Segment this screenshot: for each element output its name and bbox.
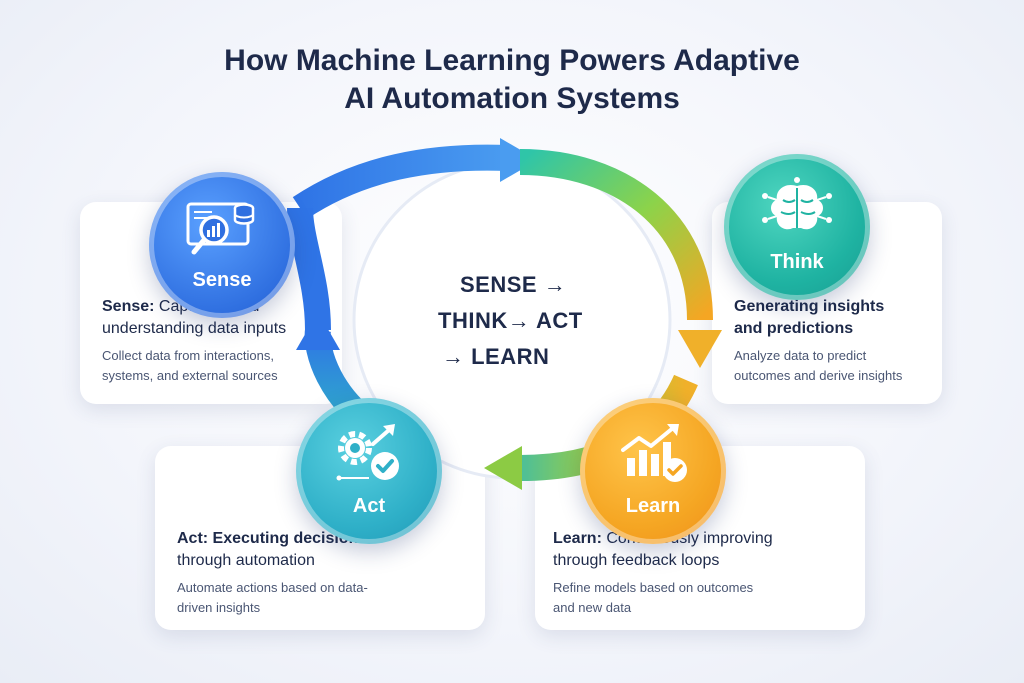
learn-badge: Learn (580, 398, 726, 544)
sense-body-line2: systems, and external sources (102, 368, 278, 383)
learn-heading-line2: through feedback loops (553, 552, 720, 569)
arrow-head-sense-to-think (500, 138, 538, 182)
act-body-line1: Automate actions based on data- (177, 580, 368, 595)
title-line-2: AI Automation Systems (344, 82, 680, 115)
gear-check-icon (336, 424, 399, 481)
sense-body-line1: Collect data from interactions, (102, 348, 274, 363)
arrow-head-learn-to-act (484, 446, 522, 490)
growth-chart-icon (621, 424, 687, 482)
brain-icon (762, 177, 832, 230)
title-line-1: How Machine Learning Powers Adaptive (224, 44, 800, 77)
sense-heading-lead: Sense: (102, 298, 155, 315)
learn-card-body: Refine models based on outcomes and new … (553, 578, 863, 618)
center-line-2: THINK→ ACT (438, 308, 583, 333)
think-badge-label: Think (770, 251, 824, 273)
learn-badge-label: Learn (625, 495, 681, 517)
think-body-line2: outcomes and derive insights (734, 368, 903, 383)
analytics-search-icon (186, 202, 255, 255)
sense-heading-line2: understanding data inputs (102, 320, 287, 337)
think-badge: Think (724, 154, 870, 300)
center-line-1: SENSE → (460, 272, 567, 297)
learn-heading-lead: Learn: (553, 530, 602, 547)
act-heading-line2: through automation (177, 552, 315, 569)
arrow-head-act-to-sense (296, 312, 340, 350)
act-card-body: Automate actions based on data- driven i… (177, 578, 477, 618)
arrow-sense-connector (287, 207, 331, 331)
sense-badge: Sense (149, 172, 295, 318)
arrow-sense-to-think (292, 144, 509, 219)
act-badge-label: Act (352, 495, 386, 517)
think-card-heading: Generating insights and predictions (734, 296, 944, 340)
act-card-heading: Act: Executing decisions through automat… (177, 528, 477, 572)
act-heading-lead: Act: (177, 530, 209, 547)
act-heading-rest: Executing decisions (208, 530, 368, 547)
sense-card-body: Collect data from interactions, systems,… (102, 346, 342, 386)
think-body-line1: Analyze data to predict (734, 348, 867, 363)
arrow-think-to-learn (519, 149, 713, 321)
sense-badge-label: Sense (192, 269, 252, 291)
think-heading-line1: Generating insights (734, 298, 885, 315)
learn-body-line2: and new data (553, 600, 632, 615)
cycle-summary: SENSE → THINK→ ACT → LEARN (412, 272, 612, 372)
arrow-head-think-to-learn (678, 330, 722, 368)
think-heading-line2: and predictions (734, 320, 854, 337)
diagram-title: How Machine Learning Powers Adaptive AI … (0, 42, 1024, 118)
act-badge: Act (296, 398, 442, 544)
center-line-3: → LEARN (442, 344, 550, 369)
act-body-line2: driven insights (177, 600, 261, 615)
learn-body-line1: Refine models based on outcomes (553, 580, 754, 595)
think-card-body: Analyze data to predict outcomes and der… (734, 346, 944, 386)
